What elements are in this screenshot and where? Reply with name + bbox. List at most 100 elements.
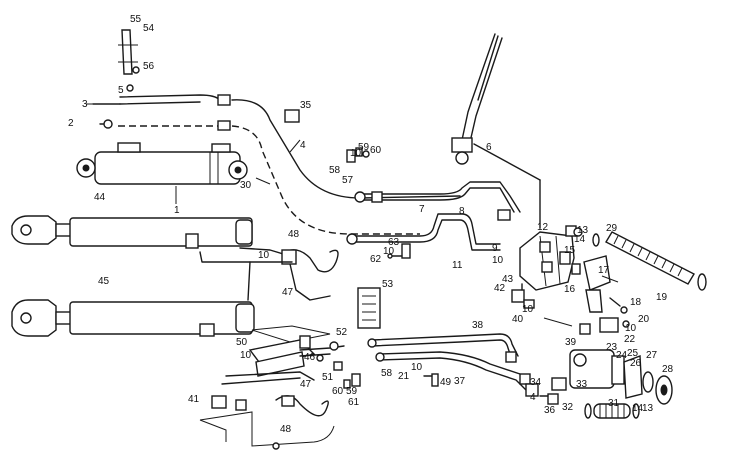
fittings-40-42 bbox=[511, 283, 535, 309]
callout-57: 57 bbox=[342, 175, 354, 186]
control-valve bbox=[519, 225, 583, 291]
callout-14-b: 14 bbox=[632, 403, 644, 414]
control-lever bbox=[451, 33, 541, 229]
callout-4-pump: 4 bbox=[530, 392, 536, 403]
callout-58-b: 58 bbox=[381, 368, 393, 379]
cylinder-45 bbox=[11, 299, 255, 337]
callout-10-e: 10 bbox=[411, 362, 423, 373]
callout-35: 35 bbox=[300, 100, 312, 111]
callout-6: 6 bbox=[486, 142, 492, 153]
callout-56: 56 bbox=[143, 61, 155, 72]
callout-10-b: 10 bbox=[492, 255, 504, 266]
callout-32: 32 bbox=[562, 402, 574, 413]
callout-13-a: 13 bbox=[577, 225, 589, 236]
callout-28: 28 bbox=[662, 364, 674, 375]
callout-60-b: 60 bbox=[332, 386, 344, 397]
callout-11: 11 bbox=[452, 260, 463, 271]
callout-18: 18 bbox=[630, 297, 642, 308]
callout-30: 30 bbox=[240, 180, 252, 191]
spring-31 bbox=[584, 403, 640, 419]
callout-22: 22 bbox=[624, 334, 636, 345]
callout-13-b: 13 bbox=[642, 403, 654, 414]
callout-9: 9 bbox=[492, 243, 498, 254]
hose-loop-lower bbox=[199, 395, 335, 450]
callout-15: 15 bbox=[564, 245, 576, 256]
callout-31: 31 bbox=[608, 398, 620, 409]
callout-51: 51 bbox=[322, 372, 334, 383]
callout-60-a: 60 bbox=[370, 145, 382, 156]
callout-49: 49 bbox=[440, 377, 452, 388]
manifold-block-53 bbox=[357, 287, 381, 329]
callout-63: 63 bbox=[388, 237, 400, 248]
callout-1: 1 bbox=[174, 205, 180, 216]
callout-53: 53 bbox=[382, 279, 394, 290]
callout-50: 50 bbox=[236, 337, 248, 348]
callout-54: 54 bbox=[143, 23, 155, 34]
suction-hose bbox=[592, 231, 707, 291]
callout-40: 40 bbox=[512, 314, 524, 325]
callout-14-a: 14 bbox=[574, 234, 586, 245]
callout-20: 20 bbox=[638, 314, 650, 325]
callout-38: 38 bbox=[472, 320, 484, 331]
callout-39: 39 bbox=[565, 337, 577, 348]
callout-42: 42 bbox=[494, 283, 506, 294]
bracket-17 bbox=[583, 255, 611, 313]
callout-62: 62 bbox=[370, 254, 382, 265]
callout-46: 46 bbox=[304, 352, 316, 363]
callout-19: 19 bbox=[656, 292, 668, 303]
callout-23: 23 bbox=[606, 342, 618, 353]
callout-21: 21 bbox=[398, 371, 410, 382]
fittings-57-60 bbox=[346, 147, 370, 163]
fittings-18-39 bbox=[579, 297, 630, 335]
callout-34: 34 bbox=[530, 377, 542, 388]
hose-loop-upper bbox=[199, 249, 339, 301]
callout-33: 33 bbox=[576, 379, 588, 390]
hoses-4-30 bbox=[231, 99, 461, 235]
tubes-37-38 bbox=[367, 333, 539, 397]
callout-36: 36 bbox=[544, 405, 556, 416]
callout-4: 4 bbox=[300, 140, 306, 151]
callout-10-a: 10 bbox=[383, 246, 395, 257]
callout-10-d: 10 bbox=[240, 350, 252, 361]
callout-45: 45 bbox=[98, 276, 110, 287]
callout-2: 2 bbox=[68, 118, 74, 129]
callout-48-b: 48 bbox=[280, 424, 292, 435]
callout-25: 25 bbox=[627, 348, 639, 359]
callout-59-b: 59 bbox=[346, 386, 358, 397]
callout-37: 37 bbox=[454, 376, 466, 387]
hydraulic-pump bbox=[539, 349, 673, 405]
callout-52: 52 bbox=[336, 327, 348, 338]
fittings-62-63 bbox=[387, 243, 411, 259]
callout-27: 27 bbox=[646, 350, 658, 361]
callout-12: 12 bbox=[537, 222, 549, 233]
callout-47-b: 47 bbox=[300, 379, 312, 390]
callout-59-a: 59 bbox=[358, 142, 370, 153]
callout-10-g: 10 bbox=[258, 250, 270, 261]
lift-cylinder bbox=[76, 142, 248, 185]
bracket-35 bbox=[284, 109, 300, 123]
callout-29: 29 bbox=[606, 223, 618, 234]
callout-8: 8 bbox=[459, 206, 465, 217]
callout-17: 17 bbox=[598, 265, 610, 276]
callout-10-h: 10 bbox=[350, 148, 362, 159]
callout-3: 3 bbox=[82, 99, 88, 110]
valve-block-lower bbox=[211, 325, 345, 411]
callout-16: 16 bbox=[564, 284, 576, 295]
fittings-lower-center bbox=[333, 361, 439, 389]
callout-26: 26 bbox=[630, 358, 642, 369]
callout-10-c: 10 bbox=[522, 304, 534, 315]
callout-48-a: 48 bbox=[288, 229, 300, 240]
callout-55: 55 bbox=[130, 14, 142, 25]
callout-43: 43 bbox=[502, 274, 514, 285]
leader-lines bbox=[86, 103, 619, 327]
cylinder-44 bbox=[11, 215, 291, 257]
callout-44: 44 bbox=[94, 192, 106, 203]
callout-10-f: 10 bbox=[625, 323, 637, 334]
callout-47-a: 47 bbox=[282, 287, 294, 298]
fittings-upper-left bbox=[92, 29, 231, 131]
callout-labels: 1 2 3 4 4 5 6 7 8 9 10 10 10 10 10 10 10… bbox=[68, 14, 674, 435]
callout-41: 41 bbox=[188, 394, 200, 405]
callout-61: 61 bbox=[348, 397, 360, 408]
